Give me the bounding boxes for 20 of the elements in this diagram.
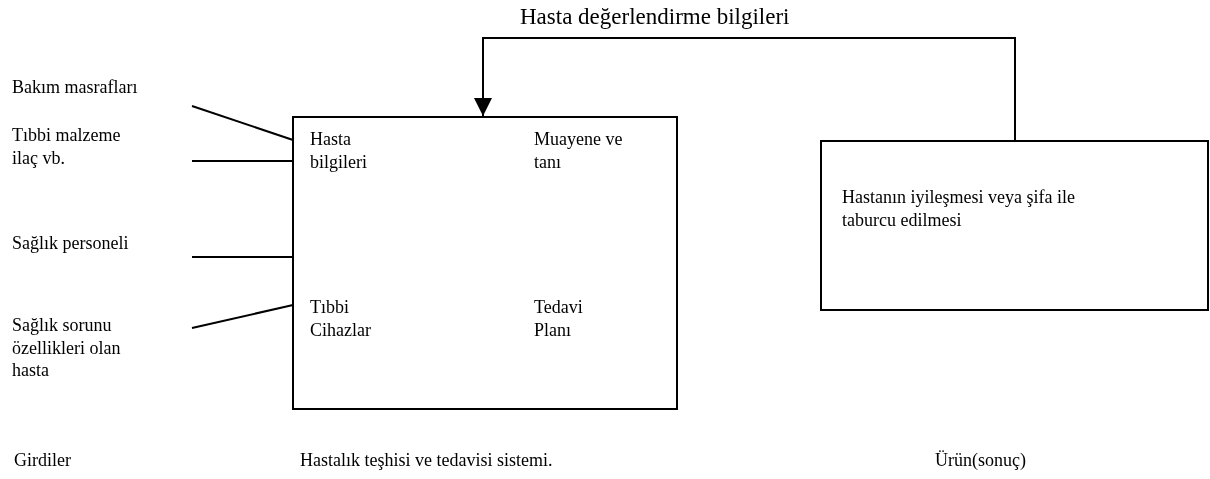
system-component: Hasta bilgileri xyxy=(310,128,368,173)
connector-line xyxy=(191,160,294,162)
system-box xyxy=(292,116,678,410)
input-label: Bakım masrafları xyxy=(12,76,139,99)
system-component: Tedavi Planı xyxy=(534,296,584,341)
column-caption: Girdiler xyxy=(14,450,71,471)
system-component: Muayene ve tanı xyxy=(534,128,624,173)
connector-line xyxy=(191,304,294,329)
connector-line xyxy=(191,105,294,141)
column-caption: Ürün(sonuç) xyxy=(935,450,1026,471)
connector-line xyxy=(191,256,294,258)
column-caption: Hastalık teşhisi ve tedavisi sistemi. xyxy=(300,450,553,471)
arrow xyxy=(474,37,1016,141)
input-label: Tıbbi malzeme ilaç vb. xyxy=(12,124,122,169)
input-label: Sağlık sorunu özellikleri olan hasta xyxy=(12,314,122,382)
input-label: Sağlık personeli xyxy=(12,232,130,255)
system-component: Tıbbi Cihazlar xyxy=(310,296,372,341)
output-text: Hastanın iyileşmesi veya şifa ile taburcu edilmesi xyxy=(842,186,1076,231)
output-box xyxy=(820,140,1209,311)
edge-label: Hasta değerlendirme bilgileri xyxy=(520,4,790,30)
